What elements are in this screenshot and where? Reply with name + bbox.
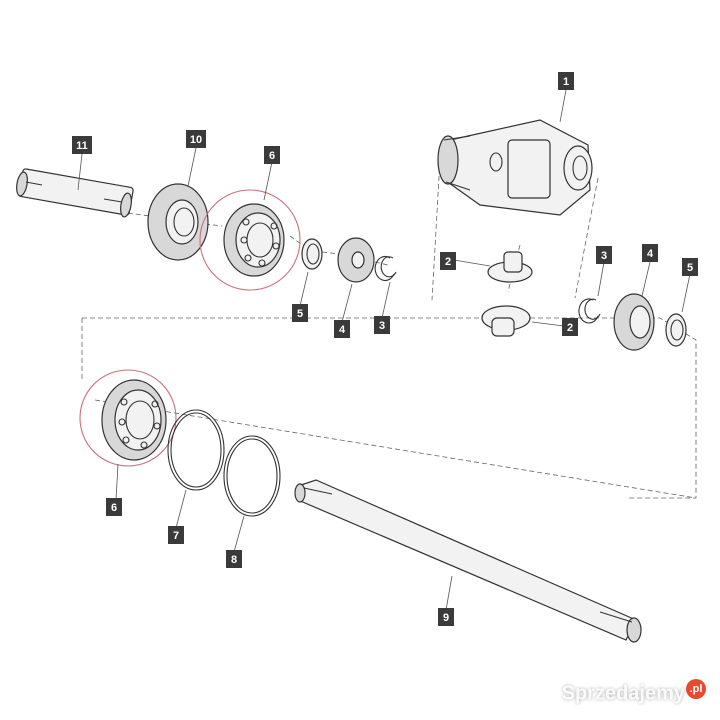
bearing-highlight-circle	[199, 189, 301, 291]
callout-label: 11	[76, 140, 88, 152]
callout-10: 10	[186, 130, 206, 148]
watermark-suffix: .pl	[686, 679, 706, 700]
part-1-yoke-housing	[437, 119, 593, 216]
callout-4-left: 4	[334, 320, 350, 338]
callout-label: 3	[601, 250, 607, 262]
part-3-circlip-left	[374, 255, 397, 281]
part-8-ring	[223, 435, 281, 517]
bearing-highlight-circle	[79, 369, 177, 467]
callout-label: 7	[173, 530, 179, 542]
part-6-bearing-lower	[79, 369, 177, 467]
callout-label: 2	[445, 256, 451, 268]
part-6-bearing-upper	[199, 189, 301, 291]
watermark-text: Sprzedajemy	[561, 683, 685, 705]
callout-3-left: 3	[374, 316, 390, 334]
callout-6-upper: 6	[264, 146, 280, 164]
callout-label: 5	[687, 262, 693, 274]
callout-9: 9	[438, 608, 454, 626]
callout-7: 7	[168, 526, 184, 544]
callout-label: 5	[297, 308, 303, 320]
callout-11: 11	[72, 136, 92, 154]
callout-label: 4	[647, 248, 654, 260]
part-2-cross-upper	[487, 251, 533, 283]
callout-label: 2	[567, 322, 573, 334]
part-11-stub-shaft	[16, 168, 134, 218]
assembly-guide-lines	[81, 159, 697, 499]
callout-5-right: 5	[682, 258, 698, 276]
part-2-cross-lower	[481, 305, 531, 337]
part-3-circlip-right	[578, 298, 601, 324]
watermark-logo: Sprzedajemy.pl	[562, 679, 706, 706]
callout-label: 6	[111, 502, 117, 514]
part-5-washer-left	[301, 238, 323, 270]
callout-8: 8	[226, 550, 242, 568]
part-4-nut-right	[613, 293, 655, 351]
callout-label: 9	[443, 612, 449, 624]
part-10-seal	[147, 183, 209, 261]
callout-2-upper: 2	[440, 252, 456, 270]
callout-label: 8	[231, 554, 237, 566]
callouts: 1 2 2 3 3 4 4 5 5 6 6 7	[72, 72, 698, 626]
callout-2-lower: 2	[562, 318, 578, 336]
callout-5-left: 5	[292, 304, 308, 322]
callout-label: 6	[269, 150, 275, 162]
callout-label: 4	[339, 324, 346, 336]
callout-3-right: 3	[596, 246, 612, 264]
part-7-ring	[167, 409, 225, 491]
callout-6-lower: 6	[106, 498, 122, 516]
callout-4-right: 4	[642, 244, 658, 262]
callout-1: 1	[558, 72, 574, 90]
leader-lines	[77, 89, 691, 611]
part-5-washer-right	[665, 313, 687, 347]
part-4-nut-left	[337, 237, 375, 283]
part-9-long-shaft	[294, 479, 642, 643]
callout-label: 10	[190, 134, 202, 146]
callout-label: 1	[563, 76, 569, 88]
callout-label: 3	[379, 320, 385, 332]
